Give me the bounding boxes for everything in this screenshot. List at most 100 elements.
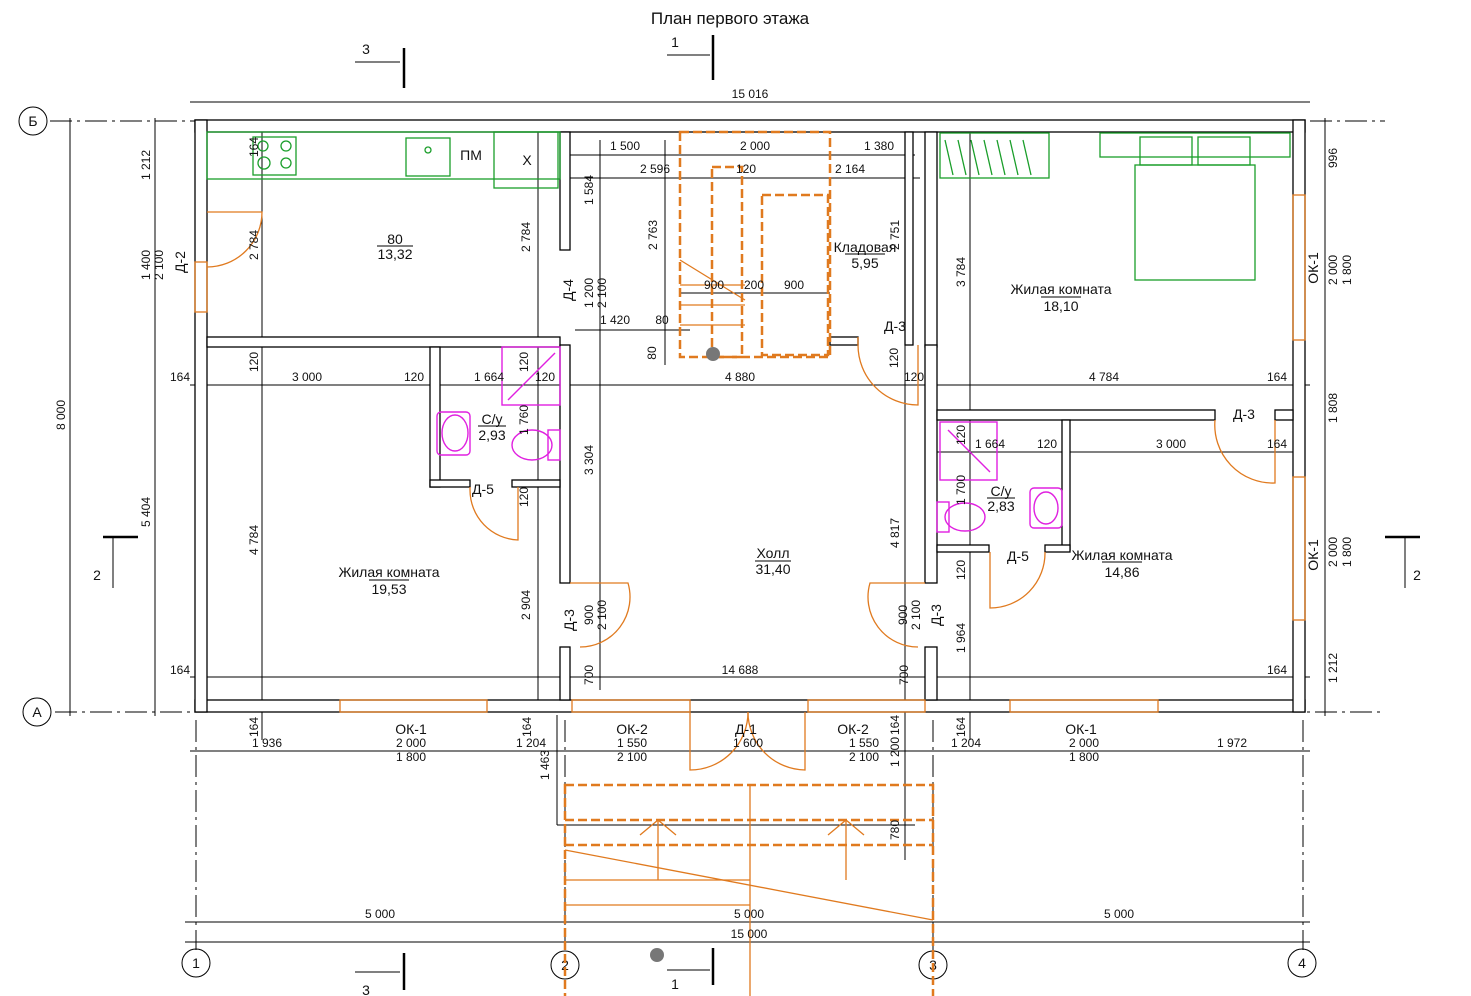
toilet-icon [944, 502, 986, 532]
dimension-label: 164 [170, 663, 190, 677]
washbasin-icon [1029, 487, 1063, 529]
dimension-label: 8 000 [54, 400, 68, 430]
dimension-label: 3 000 [292, 370, 322, 384]
room-area: 31,40 [755, 561, 790, 577]
shower-icon [939, 421, 998, 481]
section-label: 1 [671, 976, 679, 992]
opening-tag: Д-2 [172, 251, 188, 273]
room-area: 13,32 [377, 246, 412, 262]
room-area: 18,10 [1043, 298, 1078, 314]
dimension-label: 5 000 [365, 907, 395, 921]
dimension-label: 1 380 [864, 139, 894, 153]
room-area: 19,53 [371, 581, 406, 597]
dimension-label: 1 550 [849, 736, 879, 750]
washbasin-icon [436, 411, 471, 456]
dimension-label: 1 972 [1217, 736, 1247, 750]
dimension-label: 2 100 [909, 600, 923, 630]
dimension-label: 164 [170, 370, 190, 384]
dimension-label: 900 [704, 278, 724, 292]
dimension-label: 2 100 [595, 278, 609, 308]
dimension-label: 2 164 [835, 162, 865, 176]
dimension-label: 3 000 [1156, 437, 1186, 451]
room-name: С/у [991, 483, 1012, 499]
stair-post-icon [706, 347, 720, 361]
dimension-label: 1 700 [954, 475, 968, 505]
dimension-label: 1 584 [582, 175, 596, 205]
dimension-label: 120 [904, 370, 924, 384]
room-name: Жилая комната [1071, 547, 1172, 563]
dimension-label: 900 [896, 605, 910, 625]
dimension-label: 120 [954, 425, 968, 445]
dimension-label: 1 664 [474, 370, 504, 384]
bed-headboard-icon [1099, 132, 1291, 158]
dimension-label: 80 [655, 313, 669, 327]
dimension-label: 1 800 [396, 750, 426, 764]
dimension-label: 2 751 [888, 220, 902, 250]
dimension-label: 1 800 [1340, 255, 1354, 285]
dimension-label: 3 304 [582, 445, 596, 475]
dimension-label: 1 420 [600, 313, 630, 327]
dimension-label: 1 500 [610, 139, 640, 153]
room-name: Жилая комната [338, 564, 439, 580]
dimension-label: 2 100 [152, 250, 166, 280]
opening-tag: ОК-1 [1065, 721, 1097, 737]
dimension-label: 80 [645, 346, 659, 360]
kitchen-sink-icon [405, 137, 451, 177]
dimension-label: 164 [1267, 663, 1287, 677]
bed-icon [1134, 164, 1256, 281]
dimension-label: 2 000 [1069, 736, 1099, 750]
dimension-label: 2 784 [247, 230, 261, 260]
dimension-label: 5 404 [139, 497, 153, 527]
dimension-label: 120 [535, 370, 555, 384]
dimension-label: 1 800 [1340, 537, 1354, 567]
dimension-label: 1 808 [1326, 393, 1340, 423]
room-bathroom-right: С/у2,83 [987, 483, 1015, 514]
dimension-label: 120 [887, 348, 901, 368]
room-area: 5,95 [851, 255, 878, 271]
dimension-label: 1 400 [139, 250, 153, 280]
wardrobe-icon [939, 132, 1050, 179]
dimension-label: 120 [247, 352, 261, 372]
plan-title: План первого этажа [651, 9, 810, 28]
dimension-label: 2 596 [640, 162, 670, 176]
dimension-label: 1 964 [954, 623, 968, 653]
dimension-label: 900 [784, 278, 804, 292]
dimension-label: 2 000 [396, 736, 426, 750]
opening-tag: ОК-1 [1305, 539, 1321, 571]
dimension-label: 2 100 [617, 750, 647, 764]
opening-tag: Д-3 [884, 318, 906, 334]
dimension-label: 4 784 [1089, 370, 1119, 384]
dimension-label: 164 [888, 715, 902, 735]
section-label: 1 [671, 34, 679, 50]
dimension-label: 2 784 [519, 222, 533, 252]
dimension-label: 120 [517, 487, 531, 507]
dimension-label: 1 936 [252, 736, 282, 750]
opening-tag: Д-3 [928, 604, 944, 626]
dimension-label: 2 000 [740, 139, 770, 153]
openings [194, 194, 1306, 771]
dimension-label: 1 212 [139, 150, 153, 180]
dimension-label: 900 [582, 605, 596, 625]
room-name: С/у [482, 411, 503, 427]
dimension-label: 1 200 [582, 278, 596, 308]
room-area: 14,86 [1104, 564, 1139, 580]
axis-label-a: А [32, 704, 42, 720]
dimension-label: 1 800 [1069, 750, 1099, 764]
section-label: 3 [362, 982, 370, 996]
dimension-label: 14 688 [722, 663, 759, 677]
section-label: 2 [93, 567, 101, 583]
room-area: 2,93 [478, 427, 505, 443]
dimension-label: 120 [736, 162, 756, 176]
dimension-label: 4 784 [247, 525, 261, 555]
dimension-label: 164 [247, 717, 261, 737]
dimension-label: 2 000 [1326, 255, 1340, 285]
section-marks: 3 1 3 1 2 2 [93, 34, 1421, 996]
axis-label-b: Б [28, 113, 37, 129]
opening-tag: Д-5 [472, 481, 494, 497]
axis-label-4: 4 [1298, 955, 1306, 971]
